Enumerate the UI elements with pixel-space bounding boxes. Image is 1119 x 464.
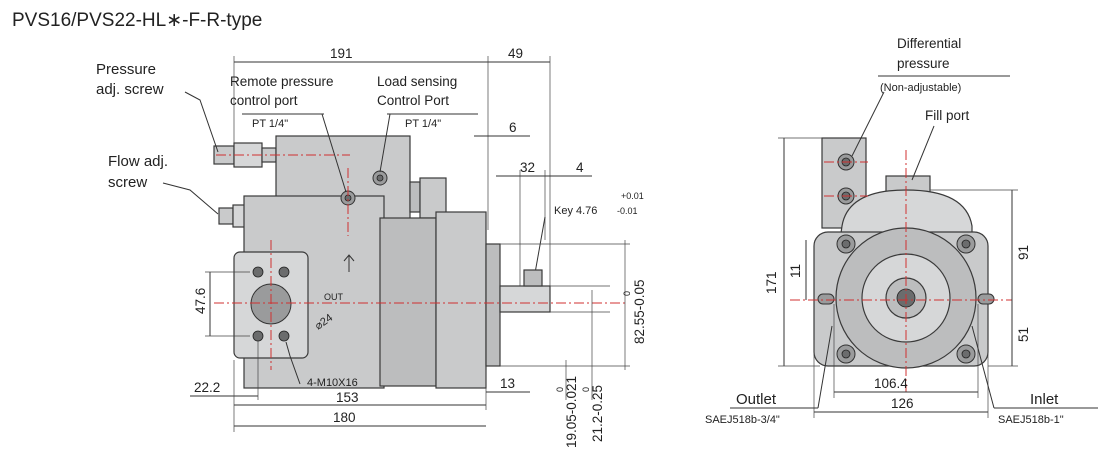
dim-82-55: 82.55-0.05 (632, 279, 647, 344)
inlet-spec: SAEJ518b-1" (998, 414, 1064, 426)
dim-49: 49 (508, 46, 523, 61)
dim-32: 32 (520, 160, 535, 175)
dim-91: 91 (1016, 245, 1031, 260)
differential-label-2: pressure (897, 56, 950, 71)
outlet-spec: SAEJ518b-3/4" (705, 414, 780, 426)
dim-21-tol-top: 0 (581, 387, 591, 392)
dim-82-tol-top: 0 (622, 291, 632, 296)
dim-153: 153 (336, 390, 359, 405)
differential-label-3: (Non-adjustable) (880, 82, 961, 94)
dim-51: 51 (1016, 327, 1031, 342)
remote-port-pt: PT 1/4" (252, 118, 288, 130)
dim-106-4: 106.4 (874, 376, 908, 391)
bolt-spec-label: 4-M10X16 (307, 377, 358, 389)
dim-21-2: 21.2-0.25 (590, 385, 605, 442)
dim-22-2: 22.2 (194, 380, 220, 395)
key-tolerance: -0.01 (617, 206, 638, 216)
remote-port-label-2: control port (230, 93, 298, 108)
out-port-label: OUT (324, 292, 344, 302)
load-sensing-label-1: Load sensing (377, 74, 457, 89)
dim-6: 6 (509, 120, 517, 135)
dim-19-tol-top: 0 (555, 387, 565, 392)
load-sensing-label-2: Control Port (377, 93, 449, 108)
outlet-label: Outlet (736, 391, 777, 408)
dim-4: 4 (576, 160, 584, 175)
pressure-adj-label-2: adj. screw (96, 81, 164, 98)
flow-adj-label-2: screw (108, 174, 147, 191)
differential-label-1: Differential (897, 36, 961, 51)
dim-171: 171 (764, 271, 779, 294)
remote-port-label-1: Remote pressure (230, 74, 334, 89)
fill-port-label: Fill port (925, 108, 970, 123)
front-view: Differential pressure (Non-adjustable) F… (705, 36, 1098, 426)
inlet-label: Inlet (1030, 391, 1059, 408)
dim-180: 180 (333, 410, 356, 425)
drawing-title: PVS16/PVS22-HL∗-F-R-type (12, 10, 262, 31)
dim-191: 191 (330, 46, 353, 61)
dim-13: 13 (500, 376, 515, 391)
dim-11: 11 (788, 264, 803, 278)
key-tolerance-top: +0.01 (621, 191, 644, 201)
dim-19-05: 19.05-0.021 (564, 376, 579, 448)
dim-126: 126 (891, 396, 914, 411)
side-view: 191 49 6 32 4 +0.01 Key 4.76 -0.01 (96, 46, 647, 448)
dim-47-6: 47.6 (193, 288, 208, 314)
pressure-adj-label-1: Pressure (96, 61, 156, 78)
flow-adj-label-1: Flow adj. (108, 153, 168, 170)
load-sensing-pt: PT 1/4" (405, 118, 441, 130)
key-label: Key 4.76 (554, 205, 597, 217)
